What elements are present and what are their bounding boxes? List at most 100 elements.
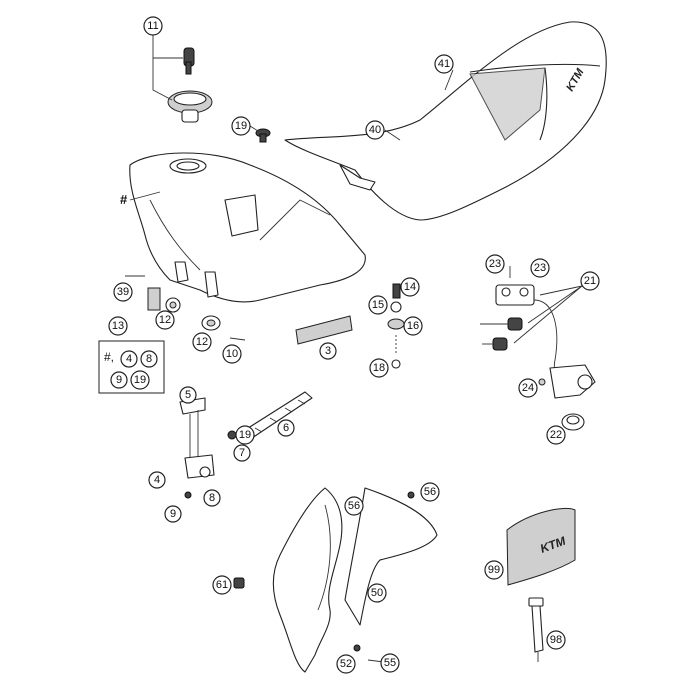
callout-11: 11 bbox=[143, 16, 163, 36]
callout-label: 12 bbox=[159, 314, 171, 326]
callout-98: 98 bbox=[546, 630, 566, 650]
kit-hash: #, bbox=[104, 350, 114, 364]
callout-label: 16 bbox=[407, 320, 419, 332]
callout-label: 56 bbox=[424, 486, 436, 498]
callout-61: 61 bbox=[212, 575, 232, 595]
fuel-tap bbox=[179, 397, 215, 499]
callout-circle bbox=[203, 489, 221, 507]
fuel-cap-assembly bbox=[152, 34, 213, 123]
callout-circle bbox=[369, 358, 389, 378]
callout-label: 6 bbox=[283, 422, 289, 434]
callout-label: 23 bbox=[489, 258, 501, 270]
callout-label: 15 bbox=[372, 299, 384, 311]
callout-7: 7 bbox=[233, 444, 251, 462]
callout-label: 98 bbox=[550, 634, 562, 646]
callout-label: 23 bbox=[534, 262, 546, 274]
callout-label: 55 bbox=[384, 657, 396, 669]
callout-circle bbox=[148, 471, 166, 489]
callout-circle bbox=[546, 425, 566, 445]
vent-valve bbox=[249, 125, 271, 143]
callout-label: 22 bbox=[550, 429, 562, 441]
callout-label: 12 bbox=[196, 336, 208, 348]
callout-label: 7 bbox=[239, 447, 245, 459]
callout-circle bbox=[231, 116, 251, 136]
callout-label: 18 bbox=[373, 362, 385, 374]
callout-label: 11 bbox=[147, 20, 158, 32]
callout-label: 19 bbox=[235, 120, 247, 132]
callout-circle bbox=[434, 54, 454, 74]
callout-circle bbox=[365, 120, 385, 140]
side-cover bbox=[233, 487, 438, 673]
callout-label: 40 bbox=[369, 124, 381, 136]
callout-18: 18 bbox=[369, 358, 389, 378]
callout-circle bbox=[344, 496, 364, 516]
callout-circle bbox=[277, 419, 295, 437]
callout-label: 39 bbox=[117, 286, 129, 298]
callout-41: 41 bbox=[434, 54, 454, 74]
callout-label: 3 bbox=[325, 345, 331, 357]
callout-6: 6 bbox=[277, 419, 295, 437]
tank-pad bbox=[295, 315, 353, 345]
callout-label: 8 bbox=[209, 492, 215, 504]
callout-circle bbox=[400, 277, 420, 297]
callout-circle bbox=[143, 16, 163, 36]
callout-circle bbox=[233, 444, 251, 462]
fuel-cap-top bbox=[173, 92, 207, 106]
callout-label: 61 bbox=[216, 579, 228, 591]
callout-label: 5 bbox=[185, 389, 191, 401]
key-blade bbox=[185, 61, 192, 75]
callout-circle bbox=[179, 386, 197, 404]
callout-40: 40 bbox=[365, 120, 385, 140]
callout-24: 24 bbox=[518, 378, 538, 398]
callout-circle bbox=[336, 654, 356, 674]
callout-16: 16 bbox=[403, 316, 423, 336]
callout-label: 10 bbox=[226, 348, 238, 360]
callout-circle bbox=[192, 332, 212, 352]
callout-5: 5 bbox=[179, 386, 197, 404]
kit-callout-4: 4 bbox=[126, 353, 132, 365]
callout-99: 99 bbox=[484, 560, 504, 580]
callout-label: 19 bbox=[239, 429, 251, 441]
callout-56: 56 bbox=[420, 482, 440, 502]
callout-12: 12 bbox=[192, 332, 212, 352]
callout-12: 12 bbox=[155, 310, 175, 330]
callout-13: 13 bbox=[108, 316, 128, 336]
mounting-hardware bbox=[125, 275, 246, 341]
tank-fasteners bbox=[295, 283, 405, 369]
callout-19: 19 bbox=[235, 425, 255, 445]
callout-circle bbox=[164, 505, 182, 523]
callout-circle bbox=[546, 630, 566, 650]
key-head-icon bbox=[507, 317, 523, 331]
tank-strap bbox=[528, 597, 544, 662]
callout-10: 10 bbox=[222, 344, 242, 364]
callout-circle bbox=[368, 295, 388, 315]
callout-circle bbox=[380, 653, 400, 673]
callout-circle bbox=[484, 560, 504, 580]
ignition-lock-set bbox=[480, 266, 596, 431]
callout-label: 56 bbox=[348, 500, 360, 512]
callout-55: 55 bbox=[380, 653, 400, 673]
callout-52: 52 bbox=[336, 654, 356, 674]
callout-23: 23 bbox=[485, 254, 505, 274]
callout-4: 4 bbox=[148, 471, 166, 489]
callout-label: 99 bbox=[488, 564, 500, 576]
callout-15: 15 bbox=[368, 295, 388, 315]
callout-14: 14 bbox=[400, 277, 420, 297]
callout-label: 4 bbox=[154, 474, 160, 486]
callout-circle bbox=[222, 344, 242, 364]
callout-circle bbox=[580, 271, 600, 291]
kit-box: #, 4 8 9 19 bbox=[98, 340, 165, 394]
callout-label: 14 bbox=[404, 281, 416, 293]
callout-label: 24 bbox=[522, 382, 534, 394]
callout-21: 21 bbox=[580, 271, 600, 291]
callout-label: 9 bbox=[170, 508, 176, 520]
callout-circle bbox=[403, 316, 423, 336]
callout-circle bbox=[530, 258, 550, 278]
callout-23: 23 bbox=[530, 258, 550, 278]
callout-3: 3 bbox=[319, 342, 337, 360]
callout-39: 39 bbox=[113, 282, 133, 302]
kit-callout-9: 9 bbox=[116, 374, 122, 386]
callout-19: 19 bbox=[231, 116, 251, 136]
callout-circle bbox=[319, 342, 337, 360]
